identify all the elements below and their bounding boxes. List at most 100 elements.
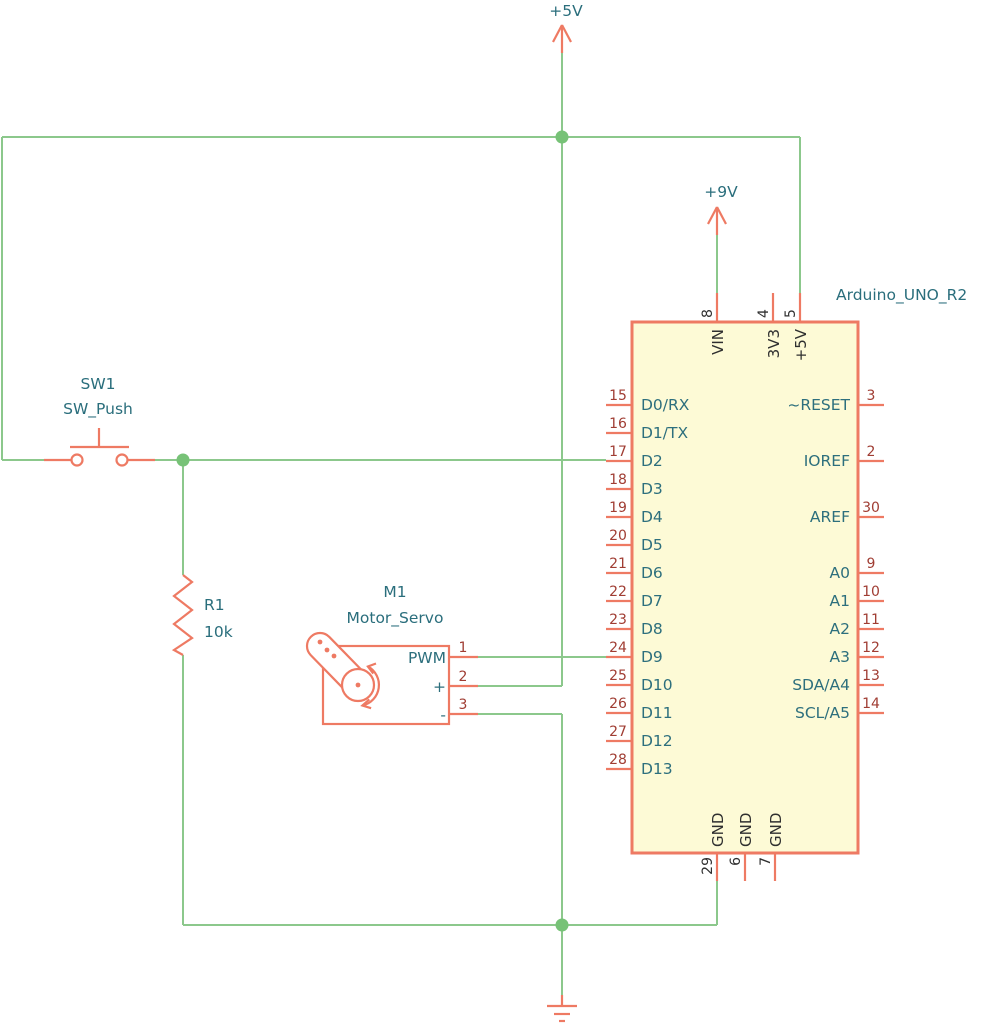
- servo-rotation-arc: [362, 665, 381, 707]
- arduino-pin-number: 13: [862, 668, 880, 684]
- switch-reference: SW1: [80, 375, 115, 393]
- switch-contact-right: [115, 453, 129, 467]
- power-9v-arrow-right: [716, 206, 727, 225]
- servo-horn-center: [355, 682, 361, 688]
- power-5v-arrow-left: [552, 24, 563, 43]
- arduino-pin-number: 6: [728, 857, 744, 866]
- servo-m1[interactable]: M1 Motor_Servo 1 2 3 PWM + -: [302, 583, 478, 726]
- arduino-pin-name: D2: [641, 452, 663, 470]
- arduino-reference: Arduino_UNO_R2: [836, 286, 967, 305]
- arduino-pin-name: D10: [641, 676, 673, 694]
- arduino-pin-name: D7: [641, 592, 663, 610]
- arduino-pin-number: 14: [862, 696, 880, 712]
- arduino-pin-name: IOREF: [804, 452, 850, 470]
- arduino-pin-number: 8: [700, 309, 716, 318]
- arduino-pin-number: 10: [862, 584, 880, 600]
- power-flag-5v[interactable]: +5V: [549, 2, 583, 53]
- arduino-pin-number: 26: [609, 696, 627, 712]
- arduino-pin-number: 30: [862, 500, 880, 516]
- arduino-pin-name: +5V: [792, 328, 810, 361]
- arduino-pin-number: 16: [609, 416, 627, 432]
- arduino-uno-r2[interactable]: Arduino_UNO_R2 8 4 5 VIN 3V3 +5V 15: [606, 286, 967, 881]
- power-9v-arrow-left: [707, 206, 718, 225]
- arduino-pin-number: 23: [609, 612, 627, 628]
- servo-arm-dot-2: [324, 647, 330, 653]
- power-flag-9v[interactable]: +9V: [704, 183, 738, 235]
- arduino-pin-name: D11: [641, 704, 673, 722]
- arduino-pin-name: GND: [767, 813, 785, 847]
- arduino-pin-name: A1: [830, 592, 850, 610]
- arduino-pin-number: 29: [700, 857, 716, 875]
- arduino-pin-name: D8: [641, 620, 663, 638]
- switch-sw1[interactable]: SW1 SW_Push: [44, 375, 155, 467]
- arduino-pin-name: SDA/A4: [792, 676, 850, 694]
- servo-pin-name: +: [433, 678, 446, 696]
- arduino-pin-name: ~RESET: [787, 396, 850, 414]
- arduino-pin-number: 18: [609, 472, 627, 488]
- junction-switch[interactable]: [176, 453, 190, 467]
- arduino-pin-name: SCL/A5: [795, 704, 850, 722]
- servo-pin-number: 1: [459, 640, 468, 656]
- arduino-pin-number: 11: [862, 612, 880, 628]
- arduino-pin-number: 19: [609, 500, 627, 516]
- servo-pin-name: PWM: [408, 649, 446, 667]
- servo-arm-dot-3: [331, 653, 337, 659]
- arduino-pin-name: D0/RX: [641, 396, 690, 414]
- resistor-zigzag: [171, 574, 194, 656]
- arduino-pin-number: 21: [609, 556, 627, 572]
- servo-pin-number: 3: [459, 697, 468, 713]
- power-5v-label: +5V: [549, 2, 583, 20]
- arduino-pin-name: GND: [709, 813, 727, 847]
- junction-top[interactable]: [555, 130, 569, 144]
- arduino-pin-number: 27: [609, 724, 627, 740]
- arduino-pin-name: GND: [737, 813, 755, 847]
- arduino-pin-number: 4: [756, 309, 772, 318]
- gnd-symbol[interactable]: [547, 995, 577, 1023]
- arduino-bottom-pins: 29 6 7 GND GND GND: [700, 813, 785, 881]
- arduino-pin-number: 15: [609, 388, 627, 404]
- servo-value: Motor_Servo: [347, 609, 444, 628]
- arduino-body: [630, 320, 860, 855]
- servo-pin-name: -: [440, 706, 446, 724]
- arduino-pin-name: A3: [830, 648, 850, 666]
- arduino-pin-name: D9: [641, 648, 663, 666]
- arduino-pin-name: D5: [641, 536, 663, 554]
- arduino-pin-name: D3: [641, 480, 663, 498]
- arduino-pin-name: D13: [641, 760, 673, 778]
- arduino-pin-number: 9: [867, 556, 876, 572]
- arduino-pin-number: 24: [609, 640, 627, 656]
- arduino-pin-number: 25: [609, 668, 627, 684]
- servo-reference: M1: [383, 583, 406, 601]
- arduino-pin-number: 12: [862, 640, 880, 656]
- arduino-pin-number: 17: [609, 444, 627, 460]
- servo-arm-dot-1: [317, 639, 323, 645]
- power-9v-label: +9V: [704, 183, 738, 201]
- power-5v-arrow-right: [561, 24, 572, 43]
- wires: [1, 53, 801, 995]
- servo-rotation-arrowhead-top: [366, 662, 377, 675]
- arduino-left-pins: 15 16 17 18 19 20 21 22 23 24 25 26 27 2…: [606, 388, 690, 778]
- resistor-reference: R1: [204, 596, 225, 614]
- arduino-pin-name: VIN: [709, 329, 727, 355]
- arduino-pin-name: AREF: [810, 508, 850, 526]
- arduino-pin-name: A0: [830, 564, 850, 582]
- resistor-r1[interactable]: R1 10k: [171, 574, 233, 656]
- arduino-pin-number: 20: [609, 528, 627, 544]
- junction-bottom[interactable]: [555, 918, 569, 932]
- arduino-pin-name: A2: [830, 620, 850, 638]
- arduino-pin-number: 28: [609, 752, 627, 768]
- arduino-pin-name: D12: [641, 732, 673, 750]
- arduino-pin-number: 5: [783, 309, 799, 318]
- arduino-pin-name: 3V3: [765, 329, 783, 358]
- switch-contact-left: [70, 453, 84, 467]
- arduino-pin-name: D6: [641, 564, 663, 582]
- servo-rotation-arrowhead-bottom: [360, 698, 372, 710]
- arduino-pin-name: D1/TX: [641, 424, 688, 442]
- resistor-value: 10k: [204, 623, 233, 641]
- switch-value: SW_Push: [63, 400, 133, 419]
- arduino-pin-number: 7: [758, 857, 774, 866]
- arduino-pin-name: D4: [641, 508, 663, 526]
- arduino-pin-number: 3: [867, 388, 876, 404]
- arduino-right-pins: 3 2 30 9 10 11 12 13 14 ~RESET IOREF ARE…: [787, 388, 884, 722]
